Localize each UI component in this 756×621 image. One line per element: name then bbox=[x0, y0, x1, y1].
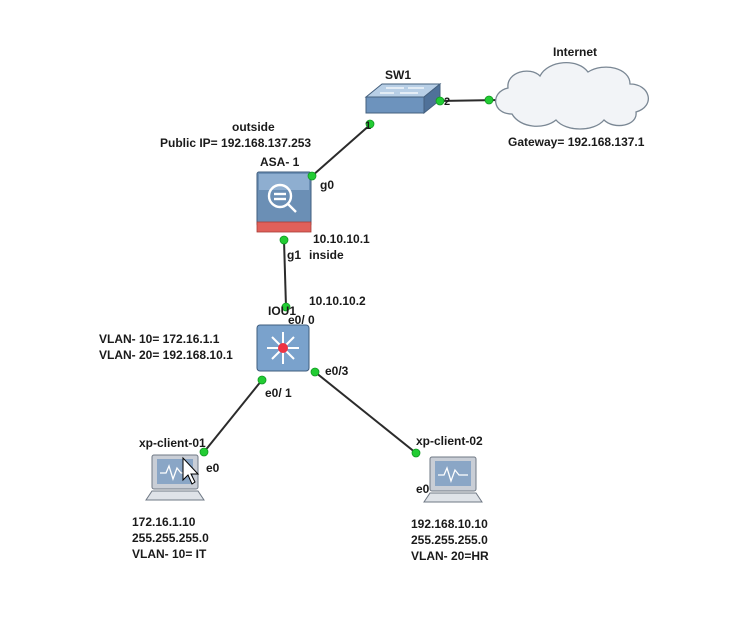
sw1-port-2-label: 2 bbox=[444, 96, 451, 108]
switch-front-face bbox=[365, 96, 425, 114]
asa-firewall[interactable] bbox=[256, 171, 312, 233]
iou1-switch[interactable] bbox=[256, 324, 310, 372]
link-iou1-client1 bbox=[203, 379, 263, 453]
cloud-icon bbox=[495, 61, 649, 130]
port-dot-client1-e0 bbox=[199, 447, 209, 457]
link-sw1-asa bbox=[311, 123, 372, 177]
port-dot-sw1-2 bbox=[435, 96, 445, 106]
mouse-cursor-icon bbox=[182, 456, 200, 485]
iou1-port-e00-label: e0/ 0 bbox=[288, 313, 315, 327]
client2-vlan: VLAN- 20=HR bbox=[411, 549, 489, 563]
client1-computer[interactable] bbox=[145, 454, 205, 501]
switch-arrows-icon bbox=[380, 87, 424, 94]
asa-brick-stripe bbox=[256, 221, 312, 233]
iou1-center-light bbox=[278, 343, 288, 353]
client2-label: xp-client-02 bbox=[416, 434, 483, 448]
screen-wave-icon bbox=[160, 464, 190, 482]
client1-port-label: e0 bbox=[206, 461, 220, 475]
asa-label: ASA- 1 bbox=[260, 155, 300, 169]
sw1-switch[interactable] bbox=[364, 82, 442, 115]
client1-label: xp-client-01 bbox=[139, 436, 206, 450]
internet-gateway-label: Gateway= 192.168.137.1 bbox=[508, 135, 645, 149]
iou1-port-e01-label: e0/ 1 bbox=[265, 386, 292, 400]
asa-outside-ip: Public IP= 192.168.137.253 bbox=[160, 136, 312, 150]
sw1-port-1-label: 1 bbox=[365, 120, 372, 132]
port-dot-asa-g0 bbox=[307, 171, 317, 181]
screen-wave-icon bbox=[438, 466, 468, 484]
client1-ip: 172.16.1.10 bbox=[132, 515, 196, 529]
port-dot-internet bbox=[484, 95, 494, 105]
client1-mask: 255.255.255.0 bbox=[132, 531, 209, 545]
iou1-ip: 10.10.10.2 bbox=[309, 294, 366, 308]
keyboard-base bbox=[423, 492, 483, 503]
asa-port-g0-label: g0 bbox=[320, 178, 335, 192]
client2-port-label: e0 bbox=[416, 482, 430, 496]
port-dots bbox=[199, 95, 494, 458]
iou1-vlan10-label: VLAN- 10= 172.16.1.1 bbox=[99, 332, 220, 346]
internet-label: Internet bbox=[553, 45, 598, 59]
client2-computer[interactable] bbox=[423, 456, 483, 503]
port-dot-client2-e0 bbox=[411, 448, 421, 458]
port-dot-asa-g1 bbox=[279, 235, 289, 245]
links bbox=[203, 99, 501, 454]
monitor-screen bbox=[435, 461, 471, 486]
magnifier-icon bbox=[267, 183, 297, 213]
asa-inside-name: inside bbox=[309, 248, 344, 262]
link-asa-iou1 bbox=[283, 239, 287, 308]
client2-mask: 255.255.255.0 bbox=[411, 533, 488, 547]
internet-cloud[interactable] bbox=[495, 61, 649, 130]
sw1-label: SW1 bbox=[385, 68, 412, 82]
client1-vlan: VLAN- 10= IT bbox=[132, 547, 207, 561]
iou1-port-e03-label: e0/3 bbox=[325, 364, 349, 378]
client2-ip: 192.168.10.10 bbox=[411, 517, 488, 531]
asa-inside-ip: 10.10.10.1 bbox=[313, 232, 370, 246]
port-dot-iou1-e03 bbox=[310, 367, 320, 377]
port-dot-iou1-e00 bbox=[281, 302, 291, 312]
asa-port-g1-label: g1 bbox=[287, 248, 302, 262]
iou1-label: IOU1 bbox=[268, 304, 297, 318]
asa-highlight bbox=[259, 174, 309, 190]
asa-outside-name: outside bbox=[232, 120, 275, 134]
port-dot-iou1-e01 bbox=[257, 375, 267, 385]
iou1-vlan20-label: VLAN- 20= 192.168.10.1 bbox=[99, 348, 233, 362]
port-dot-sw1-1 bbox=[365, 119, 375, 129]
keyboard-base bbox=[145, 490, 205, 501]
link-iou1-client2 bbox=[314, 371, 417, 454]
